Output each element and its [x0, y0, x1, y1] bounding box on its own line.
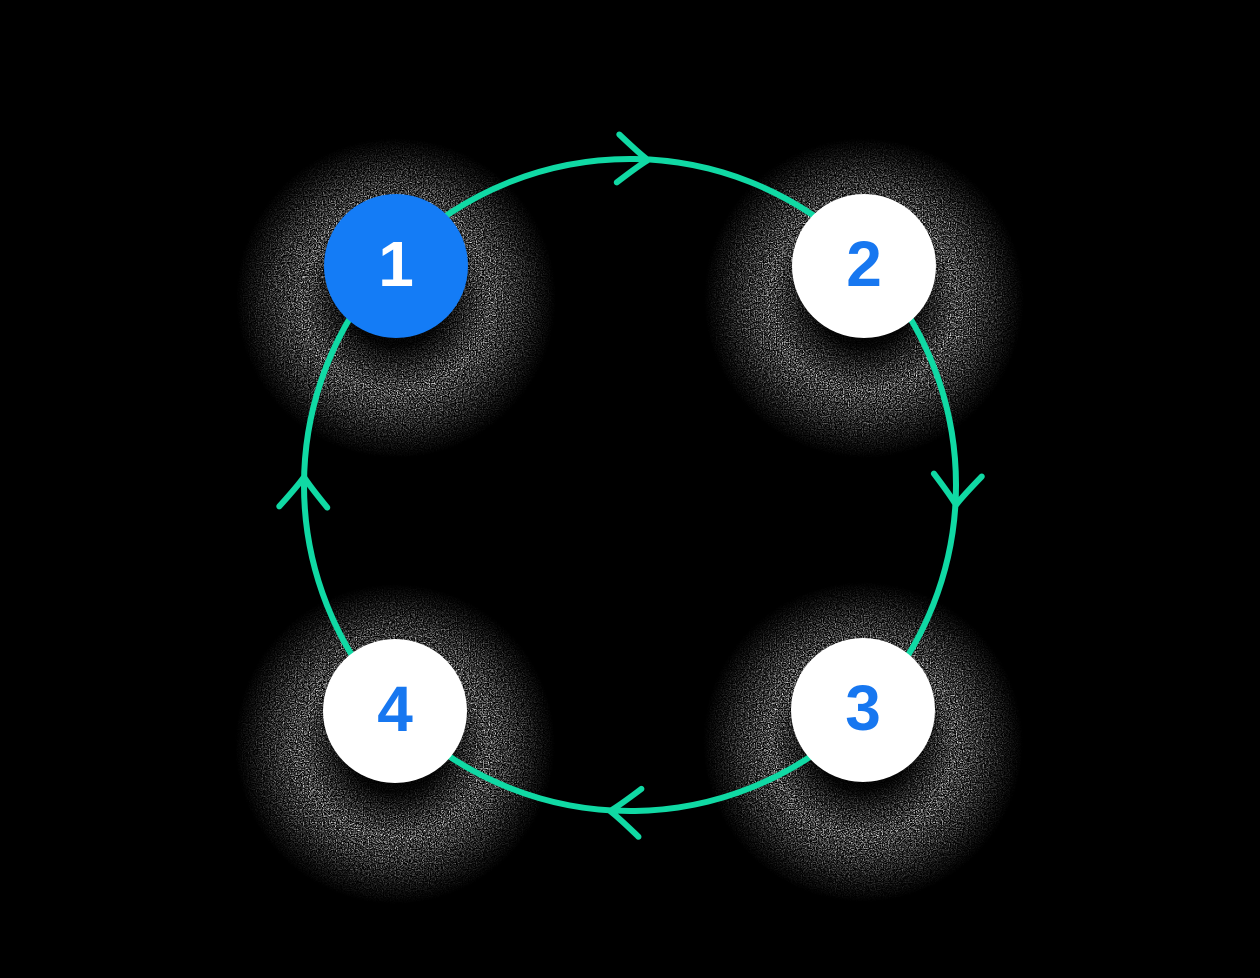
- node-3-number: 3: [845, 672, 881, 744]
- cycle-node-3: 3: [791, 638, 935, 782]
- cycle-node-1: 1: [324, 194, 468, 338]
- cycle-node-4: 4: [323, 639, 467, 783]
- arrowhead-right-icon: [613, 131, 651, 186]
- arrowhead-down-icon: [930, 470, 985, 508]
- node-1-number: 1: [378, 228, 414, 300]
- arrowhead-up-icon: [276, 474, 331, 511]
- node-2-number: 2: [846, 228, 882, 300]
- cycle-ring: [276, 131, 985, 840]
- ring-path: [301, 156, 959, 814]
- cycle-node-2: 2: [792, 194, 936, 338]
- node-4-number: 4: [377, 673, 413, 745]
- arrowhead-left-icon: [607, 785, 645, 840]
